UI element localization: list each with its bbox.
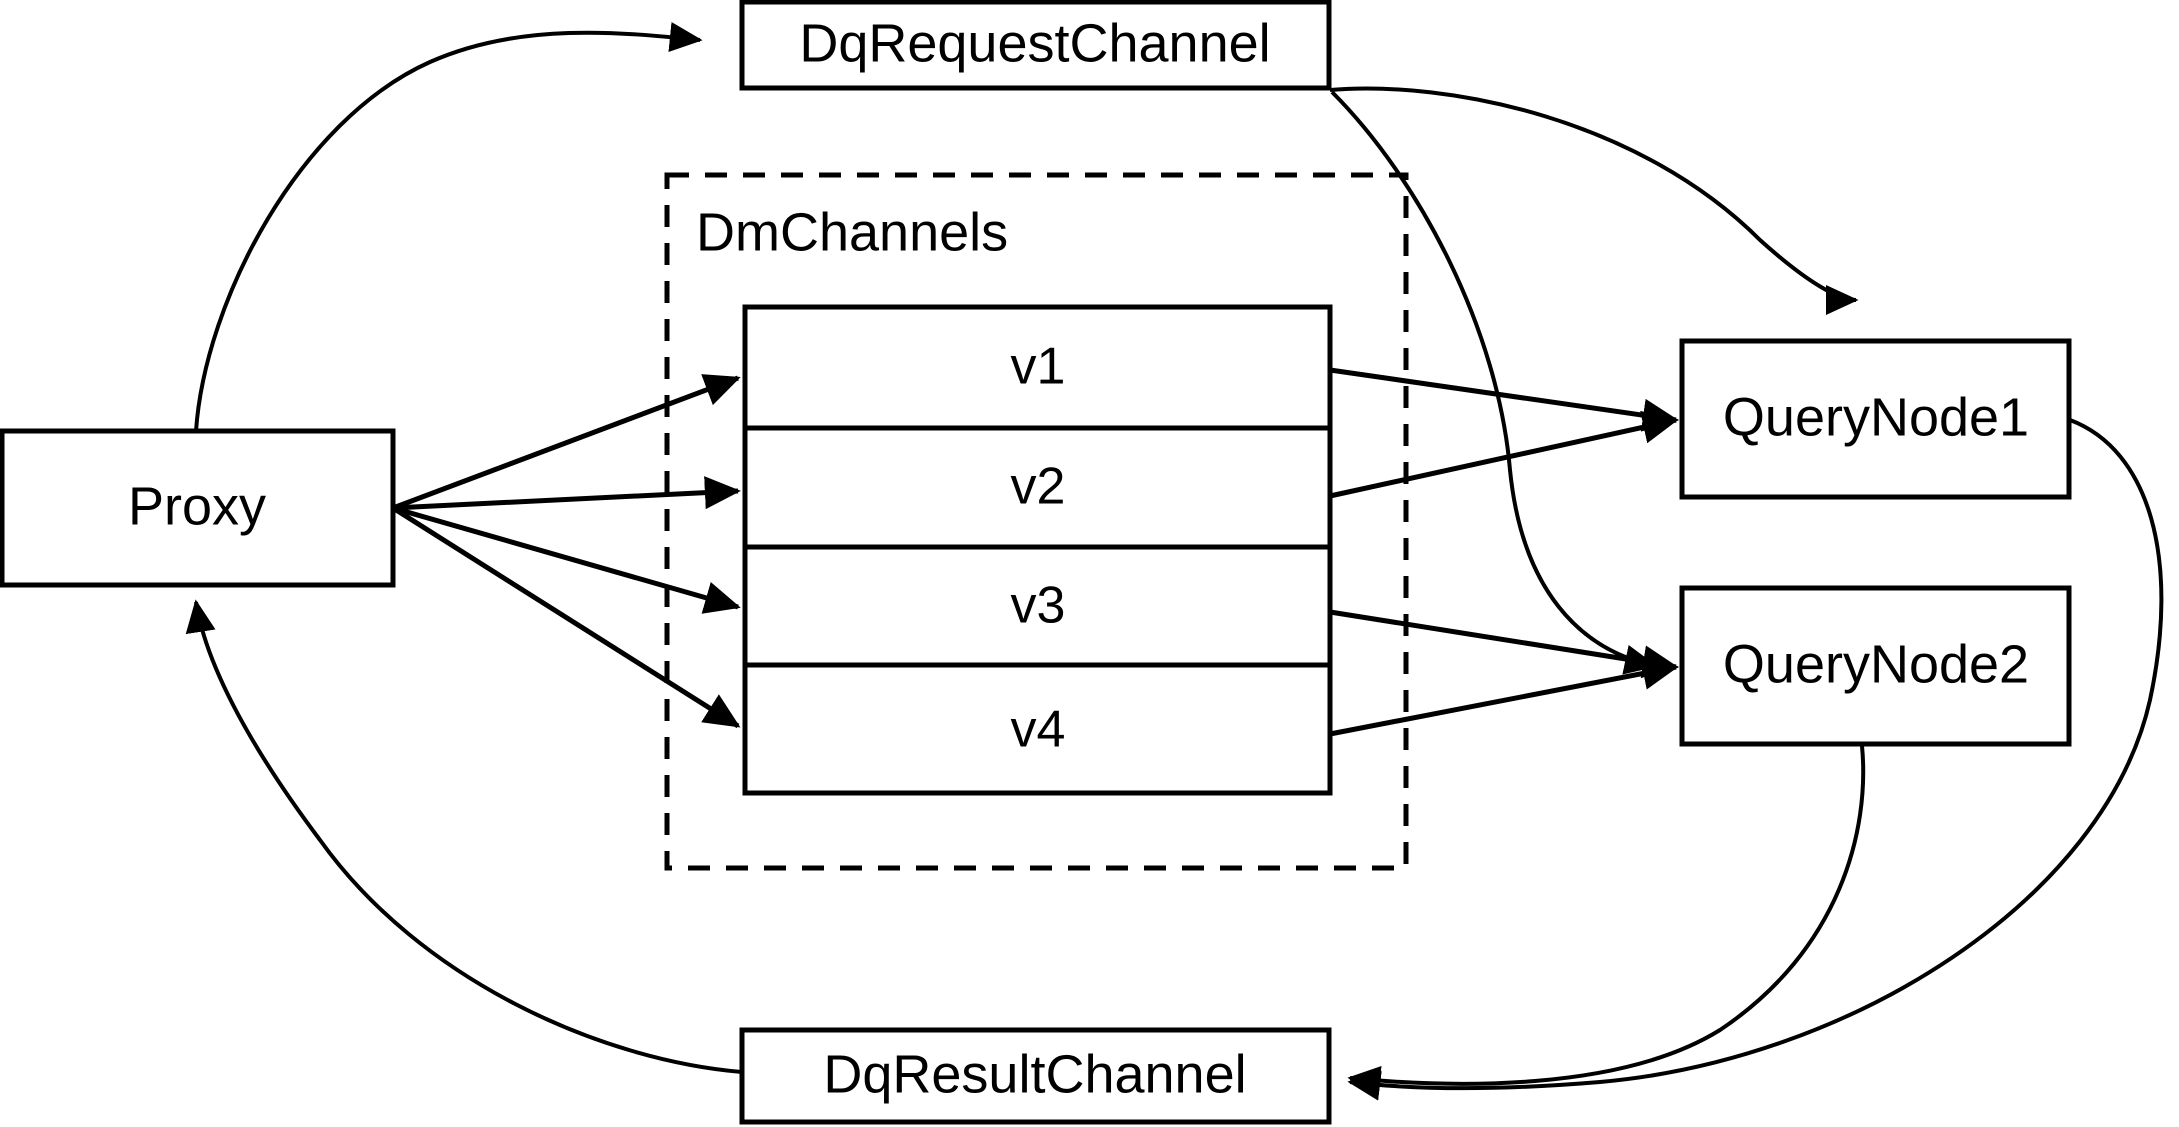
channel-row-v3[interactable]: v3: [1011, 577, 1066, 635]
node-querynode2[interactable]: QueryNode2: [1679, 585, 2072, 747]
edge-querynode2-to-dqresultchannel: [1347, 745, 1866, 1097]
edge-dqresultchannel-to-proxy: [185, 599, 743, 1074]
edge-v2-to-querynode1: [1329, 410, 1679, 499]
channel-row-v4[interactable]: v4: [1011, 701, 1066, 759]
edge-proxy-to-dqrequestchannel: [194, 21, 703, 432]
querynode2-label: QueryNode2: [1723, 634, 2029, 694]
channel-row-v2[interactable]: v2: [1011, 458, 1066, 516]
edge-proxy-to-v4: [391, 505, 741, 729]
channel-table-outline: [742, 304, 1333, 796]
dmchannels-group-box: [664, 172, 1409, 871]
dqrequestchannel-label: DqRequestChannel: [799, 13, 1270, 73]
node-proxy[interactable]: Proxy: [0, 428, 396, 588]
edge-v1-to-querynode1: [1329, 367, 1679, 432]
edge-proxy-to-v3: [392, 505, 741, 614]
edge-dqrequestchannel-to-querynode1: [1329, 86, 1859, 316]
channel-row-v1[interactable]: v1: [1011, 338, 1066, 396]
edge-v3-to-querynode2: [1329, 609, 1679, 679]
querynode1-label: QueryNode1: [1723, 387, 2029, 447]
querynode2-box[interactable]: [1679, 585, 2072, 747]
edge-querynode1-to-dqresultchannel: [1347, 418, 2164, 1101]
dmchannels-group-label: DmChannels: [696, 202, 1008, 262]
dqrequestchannel-box[interactable]: [739, 0, 1332, 91]
edge-dqrequestchannel-to-querynode2: [1330, 90, 1658, 675]
proxy-box[interactable]: [0, 428, 396, 588]
edge-proxy-to-v2: [392, 476, 741, 511]
node-dqresultchannel[interactable]: DqResultChannel: [739, 1027, 1332, 1125]
querynode1-box[interactable]: [1679, 338, 2072, 500]
edge-proxy-to-v1: [392, 374, 741, 511]
node-dqrequestchannel[interactable]: DqRequestChannel: [739, 0, 1332, 91]
dqresultchannel-box[interactable]: [739, 1027, 1332, 1125]
edge-v4-to-querynode2: [1329, 657, 1679, 737]
dqresultchannel-label: DqResultChannel: [823, 1044, 1246, 1104]
dmchannels-table: v1 v2 v3 v4: [742, 304, 1333, 796]
proxy-label: Proxy: [128, 476, 266, 536]
node-querynode1[interactable]: QueryNode1: [1679, 338, 2072, 500]
